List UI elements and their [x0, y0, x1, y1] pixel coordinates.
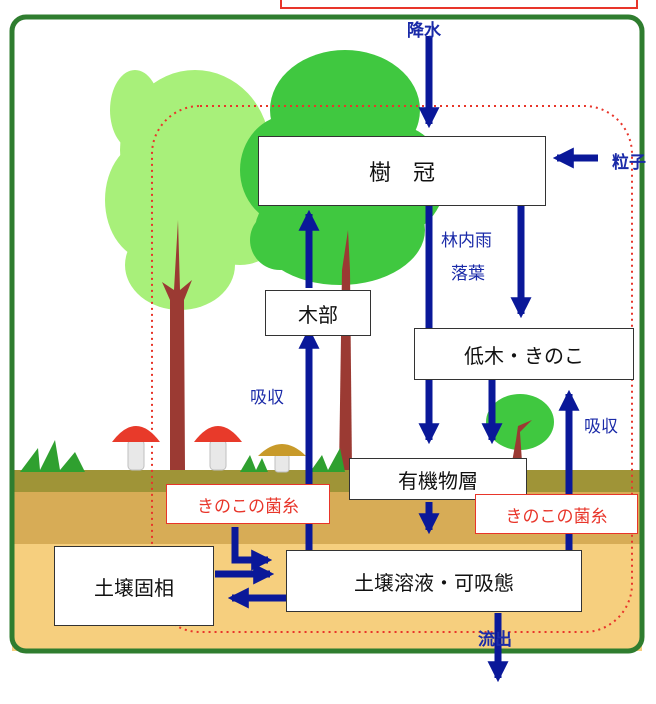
grass-left: [20, 440, 85, 472]
throughfall-label: 林内雨: [441, 231, 492, 251]
particles-label: 粒子: [612, 153, 646, 173]
red-mushroom-left: [112, 426, 160, 471]
understory-box: 低木・きのこ: [414, 328, 634, 380]
organic-layer-box: 有機物層: [349, 458, 527, 500]
mycelium-left-box: きのこの菌糸: [166, 484, 330, 524]
canopy-box: 樹 冠: [258, 136, 546, 206]
soil-solution-box: 土壌溶液・可吸態: [286, 550, 582, 612]
precipitation-label: 降水: [407, 21, 441, 41]
grass-middle: [240, 455, 268, 472]
outflow-label: 流出: [478, 630, 512, 650]
small-shrub: [486, 394, 554, 462]
red-mushroom-right: [194, 426, 242, 471]
soil-solid-box: 土壌固相: [54, 546, 214, 626]
brown-mushroom: [258, 444, 306, 473]
absorption-left-label: 吸収: [250, 388, 284, 408]
mycelium-right-box: きのこの菌糸: [475, 494, 638, 534]
ecosystem-frame: [9, 14, 645, 654]
left-tree-trunk: [162, 220, 192, 470]
litterfall-label: 落葉: [451, 264, 485, 284]
wood-box: 木部: [265, 290, 371, 336]
grass-right: [310, 448, 345, 472]
cycle-boundary: [151, 105, 633, 633]
mycelium-to-solution-arrow: [231, 527, 273, 571]
top-frame-fragment: [280, 0, 638, 9]
absorption-right-label: 吸収: [584, 417, 618, 437]
